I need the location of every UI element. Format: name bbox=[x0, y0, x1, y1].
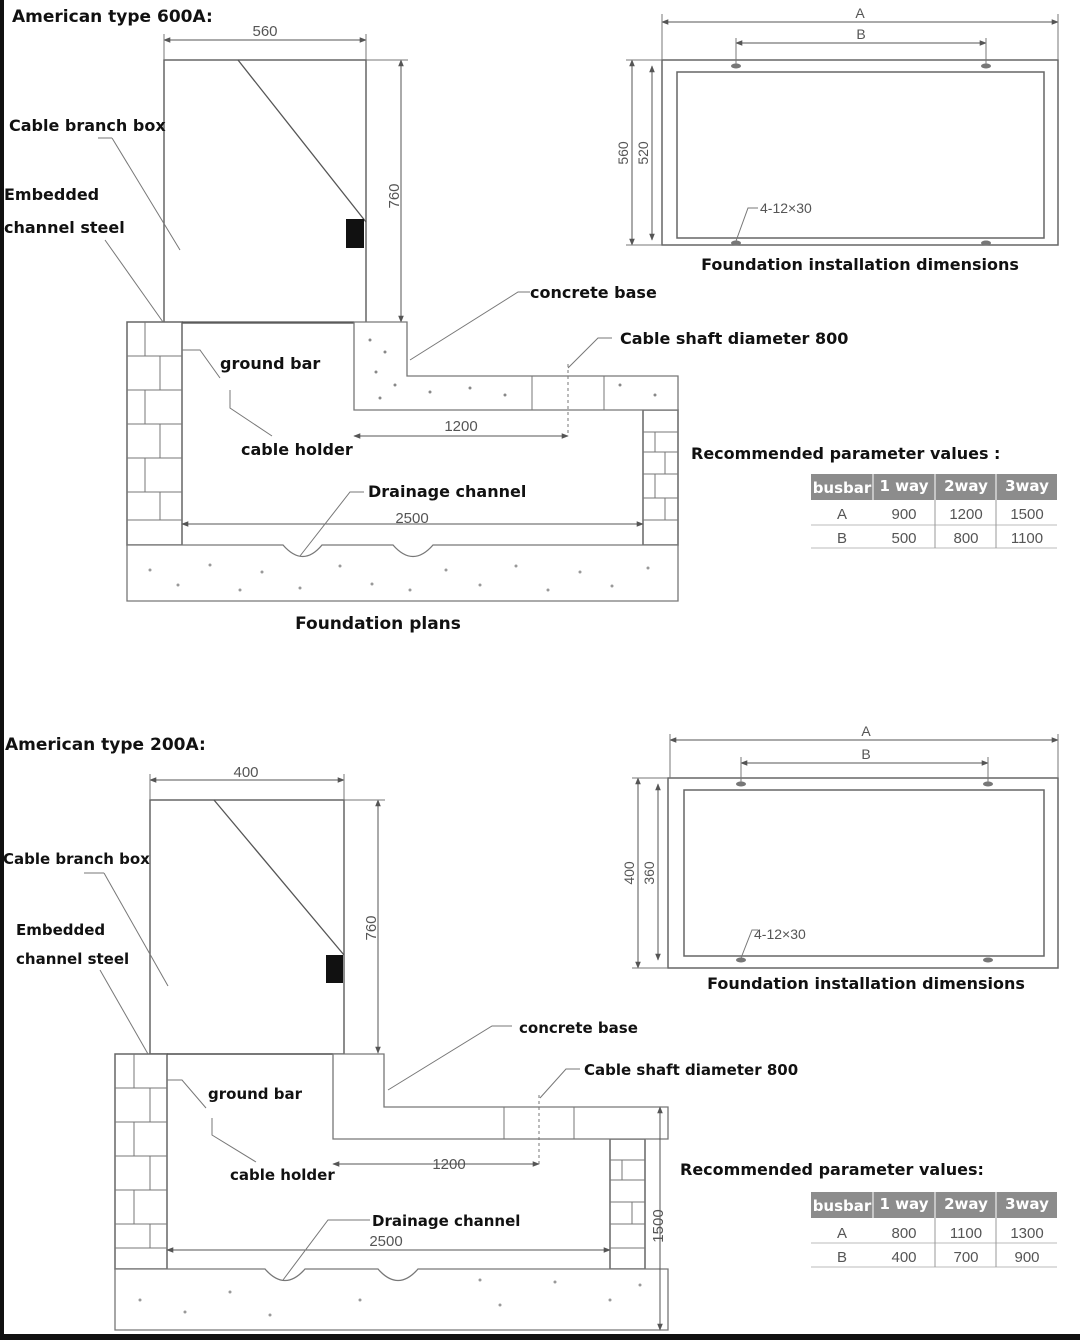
top-dim-shaft: 1200 bbox=[444, 418, 477, 435]
bottom-slab-speckles bbox=[138, 1278, 642, 1317]
top-dim-height: 760 bbox=[386, 183, 403, 208]
bottom-plan-dim-b: B bbox=[861, 746, 870, 762]
top-table-cell: 900 bbox=[891, 506, 916, 523]
bottom-dim-shaft: 1200 bbox=[432, 1156, 465, 1173]
top-table-cell: 500 bbox=[891, 530, 916, 547]
top-table-cell: 800 bbox=[953, 530, 978, 547]
bottom-plan-dim-outer: 400 bbox=[621, 861, 637, 885]
top-concrete-base bbox=[353, 321, 679, 411]
bottom-label-embedded-2: channel steel bbox=[16, 950, 129, 968]
top-label-foundation-install: Foundation installation dimensions bbox=[701, 255, 1019, 274]
top-table-header-busbar: busbar bbox=[813, 479, 872, 497]
top-label-foundation-plans: Foundation plans bbox=[295, 614, 461, 634]
top-cable-branch-box bbox=[163, 59, 367, 324]
bottom-label-foundation-install: Foundation installation dimensions bbox=[707, 974, 1025, 993]
bottom-plan-hole: 4-12×30 bbox=[754, 926, 806, 942]
bottom-bottom-slab bbox=[114, 1268, 669, 1331]
bottom-table-header-2way: 2way bbox=[944, 1195, 988, 1213]
top-label-embedded-2: channel steel bbox=[4, 218, 125, 237]
bottom-dim-depth: 1500 bbox=[650, 1209, 667, 1242]
top-label-cable-branch-box: Cable branch box bbox=[9, 116, 166, 135]
top-plan-hole: 4-12×30 bbox=[760, 200, 812, 216]
top-table-cell: 1500 bbox=[1010, 506, 1043, 523]
top-label-ground-bar: ground bar bbox=[220, 354, 320, 373]
bottom-label-cable-holder: cable holder bbox=[230, 1166, 335, 1184]
bottom-table-cell: 700 bbox=[953, 1249, 978, 1266]
top-label-embedded-1: Embedded bbox=[4, 185, 99, 204]
top-table-header-3way: 3way bbox=[1005, 477, 1049, 495]
bottom-table-header-3way: 3way bbox=[1005, 1195, 1049, 1213]
bottom-table-cell: 800 bbox=[891, 1225, 916, 1242]
bottom-dim-width: 400 bbox=[233, 764, 258, 781]
top-bottom-slab bbox=[126, 544, 679, 602]
bottom-dim-base: 2500 bbox=[369, 1233, 402, 1250]
top-plan-dim-outer: 560 bbox=[615, 141, 631, 165]
bottom-table-cell: B bbox=[837, 1249, 847, 1266]
top-table-header-1way: 1 way bbox=[880, 477, 929, 495]
top-slab-speckles bbox=[148, 563, 650, 592]
top-table-cell: A bbox=[837, 506, 847, 523]
top-install-plan: A B 560 520 4-12×30 bbox=[615, 5, 1059, 246]
top-heading: American type 600A: bbox=[12, 7, 213, 27]
top-label-drainage: Drainage channel bbox=[368, 482, 526, 501]
bottom-table-cell: 1100 bbox=[950, 1225, 982, 1242]
bottom-param-table: busbar 1 way 2way 3way A 800 1100 1300 B… bbox=[811, 1192, 1057, 1268]
bottom-plan-dim-a: A bbox=[861, 723, 871, 739]
top-table-cell: 1100 bbox=[1011, 530, 1043, 547]
top-brick-wall-right bbox=[642, 409, 679, 546]
bottom-label-cable-branch-box: Cable branch box bbox=[3, 850, 150, 868]
top-concrete-speckles bbox=[368, 338, 657, 400]
bottom-cable-branch-box bbox=[149, 799, 345, 1055]
bottom-label-concrete-base: concrete base bbox=[519, 1019, 638, 1037]
bottom-label-cable-shaft: Cable shaft diameter 800 bbox=[584, 1061, 798, 1079]
bottom-label-ground-bar: ground bar bbox=[208, 1085, 303, 1103]
top-plan-dim-inner: 520 bbox=[635, 141, 651, 165]
bottom-plan-dim-inner: 360 bbox=[641, 861, 657, 885]
top-dim-width: 560 bbox=[252, 23, 277, 40]
top-label-recommended: Recommended parameter values : bbox=[691, 444, 1000, 463]
bottom-table-cell: 900 bbox=[1014, 1249, 1039, 1266]
bottom-table-header-1way: 1 way bbox=[880, 1195, 929, 1213]
top-table-cell: 1200 bbox=[949, 506, 982, 523]
bottom-heading: American type 200A: bbox=[5, 735, 206, 755]
bottom-brick-wall-right bbox=[609, 1138, 646, 1270]
bottom-dim-height: 760 bbox=[363, 915, 380, 940]
top-brick-wall-left bbox=[126, 321, 183, 546]
bottom-label-recommended: Recommended parameter values: bbox=[680, 1160, 984, 1179]
bottom-table-header-busbar: busbar bbox=[813, 1197, 872, 1215]
bottom-table-cell: A bbox=[837, 1225, 847, 1242]
bottom-brick-wall-left bbox=[114, 1053, 168, 1270]
top-table-cell: B bbox=[837, 530, 847, 547]
bottom-table-cell: 1300 bbox=[1010, 1225, 1043, 1242]
bottom-label-drainage: Drainage channel bbox=[372, 1212, 520, 1230]
bottom-table-cell: 400 bbox=[891, 1249, 916, 1266]
bottom-concrete-base bbox=[332, 1053, 669, 1140]
top-label-concrete-base: concrete base bbox=[530, 283, 657, 302]
bottom-label-embedded-1: Embedded bbox=[16, 921, 105, 939]
top-label-cable-shaft: Cable shaft diameter 800 bbox=[620, 329, 848, 348]
top-table-header-2way: 2way bbox=[944, 477, 988, 495]
top-plan-dim-b: B bbox=[856, 26, 865, 42]
top-dim-base: 2500 bbox=[395, 510, 428, 527]
top-plan-dim-a: A bbox=[855, 5, 865, 21]
bottom-install-plan: A B 400 360 4-12×30 bbox=[621, 723, 1059, 969]
top-label-cable-holder: cable holder bbox=[241, 440, 353, 459]
top-param-table: busbar 1 way 2way 3way A 900 1200 1500 B… bbox=[811, 474, 1057, 549]
